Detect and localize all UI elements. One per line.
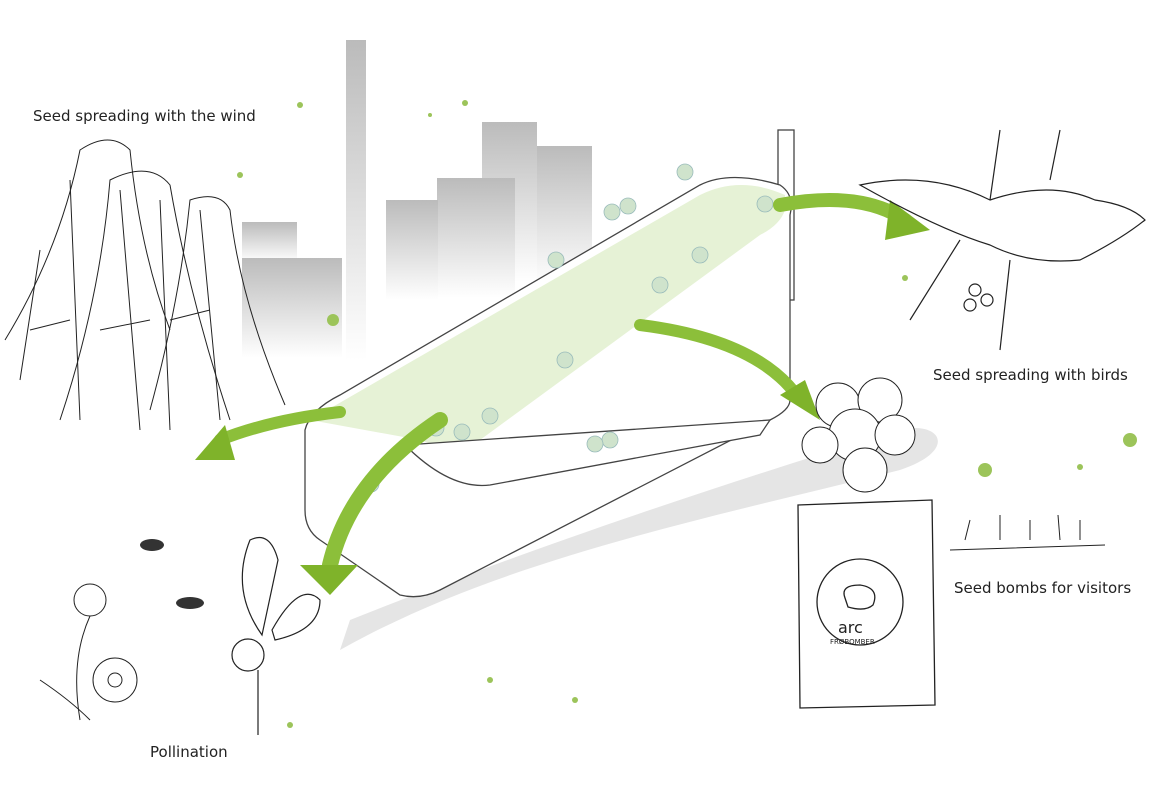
arrow-to-pollination (322, 412, 448, 573)
seed-dots (237, 100, 1137, 728)
arrow-to-seedbombs (634, 319, 806, 406)
label-pollination: Pollination (150, 743, 228, 761)
sprouts (949, 514, 1106, 551)
arrow-head (195, 425, 235, 460)
arrow-to-wind (214, 406, 346, 446)
seed-bag-product: FRØBOMBER (830, 638, 875, 646)
arrow-head (885, 200, 930, 240)
label-wind: Seed spreading with the wind (33, 107, 256, 125)
butterfly (231, 536, 321, 735)
label-seed-bombs: Seed bombs for visitors (954, 579, 1132, 597)
arrow-head (780, 380, 820, 420)
bees (140, 539, 204, 609)
bird (858, 129, 1146, 351)
flowers (39, 583, 138, 721)
label-birds: Seed spreading with birds (933, 366, 1128, 384)
roof-trees (362, 163, 774, 493)
seed-bombs (801, 377, 916, 493)
arrow-to-birds (773, 193, 912, 227)
shadow (340, 428, 938, 650)
seed-bag (797, 499, 936, 709)
seed-bag-brand: arc (838, 618, 863, 637)
power-plant (242, 40, 592, 360)
building (304, 129, 795, 598)
green-arrows (195, 193, 930, 595)
arrow-head (300, 565, 358, 595)
wheat-sheaves (4, 139, 286, 431)
